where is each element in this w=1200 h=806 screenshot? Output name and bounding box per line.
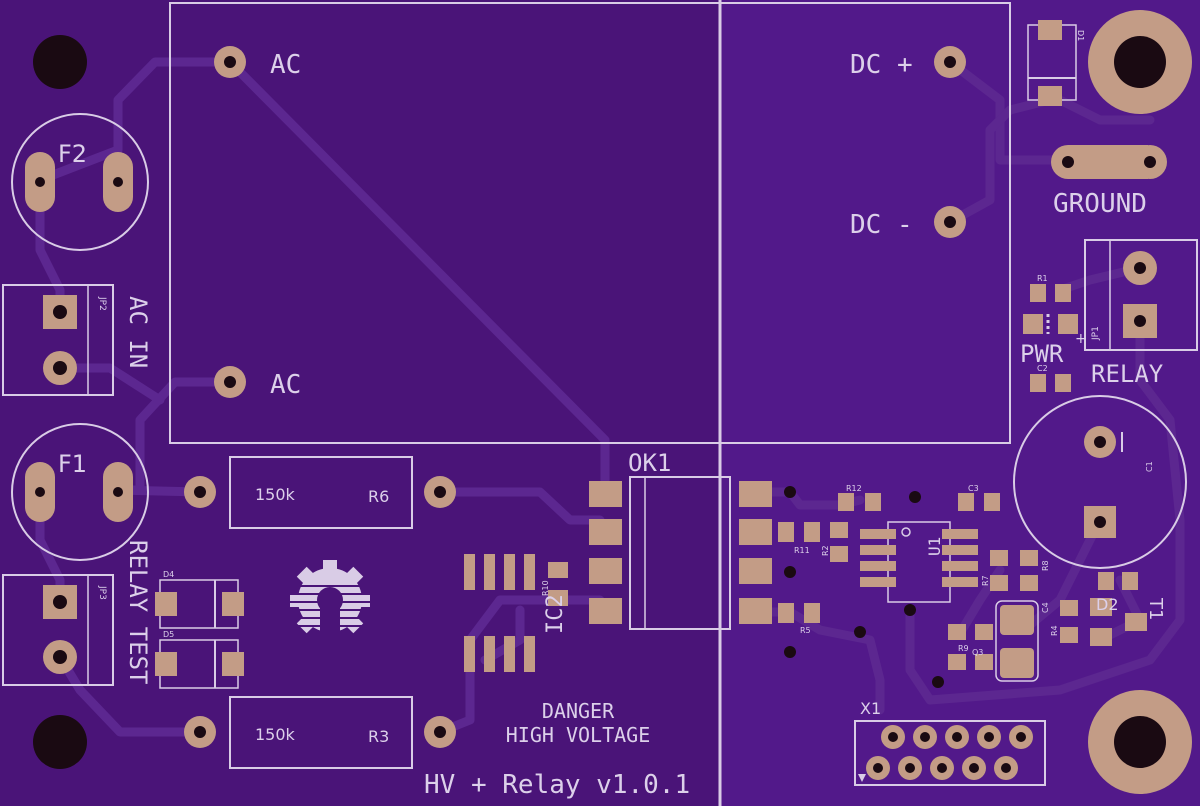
mount-hole-top-left [33, 35, 87, 89]
label-r6: R6 [368, 487, 389, 506]
resistor-r3 [184, 696, 456, 769]
label-version: HV + Relay v1.0.1 [424, 770, 690, 800]
label-r12: R12 [846, 484, 862, 493]
ic2-chip [464, 554, 568, 672]
label-ic2: IC2 [543, 594, 568, 634]
fuse-f2 [11, 113, 149, 251]
label-r3: R3 [368, 727, 389, 746]
label-f1: F1 [58, 450, 87, 478]
label-ok1: OK1 [628, 449, 671, 477]
terminal-jp1 [1084, 239, 1198, 351]
label-c4: C4 [1041, 602, 1050, 613]
label-high-voltage: HIGH VOLTAGE [506, 723, 651, 747]
label-r5: R5 [800, 626, 811, 635]
label-r10: R10 [541, 580, 550, 596]
power-module-pads [214, 46, 966, 398]
label-ac-in: AC IN [124, 296, 152, 368]
label-r2: R2 [821, 545, 830, 556]
label-r7: R7 [981, 575, 990, 586]
mount-hole-bottom-right [1114, 716, 1166, 768]
open-hardware-logo [290, 560, 370, 641]
label-c3: C3 [968, 484, 979, 493]
power-module-outline [169, 2, 1011, 444]
smd-components [778, 486, 1147, 688]
label-r11: R11 [794, 546, 810, 555]
label-c1: C1 [1145, 461, 1154, 472]
label-d5: D5 [163, 630, 174, 639]
header-x1 [854, 720, 1046, 786]
pwr-section [1023, 284, 1078, 392]
fuse-f1 [11, 423, 149, 561]
label-r1: R1 [1037, 274, 1048, 283]
label-jp3: JP3 [97, 585, 107, 600]
label-d4: D4 [163, 570, 174, 579]
label-danger: DANGER [542, 699, 615, 723]
label-t1: T1 [1145, 597, 1166, 620]
optocoupler-ok1 [589, 476, 772, 630]
label-r9: R9 [958, 644, 969, 653]
label-u1: U1 [925, 537, 944, 556]
label-d2: D2 [1096, 595, 1119, 614]
label-relay: RELAY [1091, 360, 1164, 388]
capacitor-c1 [1013, 395, 1187, 569]
label-ground: GROUND [1053, 189, 1147, 219]
label-dc-minus: DC - [850, 210, 913, 240]
diode-d4 [155, 579, 244, 629]
mounting-holes [33, 10, 1192, 794]
label-r4: R4 [1050, 625, 1059, 636]
label-r3-value: 150k [255, 725, 296, 744]
ground-pads [1051, 145, 1167, 179]
label-c2: C2 [1037, 364, 1048, 373]
label-dc-plus: DC + [850, 50, 913, 80]
label-r8: R8 [1041, 560, 1050, 571]
label-x1: X1 [860, 699, 881, 718]
terminal-jp2 [2, 284, 114, 396]
label-d1: D1 [1076, 30, 1085, 41]
mount-hole-bottom-left [33, 715, 87, 769]
label-f2: F2 [58, 140, 87, 168]
mount-hole-top-right [1114, 36, 1166, 88]
label-relay-test: RELAY TEST [124, 540, 152, 685]
label-ac-bottom: AC [270, 370, 301, 400]
label-jp1: JP1 [1091, 326, 1101, 341]
terminal-jp3 [2, 574, 114, 686]
label-r6-value: 150k [255, 485, 296, 504]
label-ac-top: AC [270, 50, 301, 80]
label-jp2: JP2 [97, 296, 107, 311]
resistor-r6 [184, 456, 456, 529]
label-q3: Q3 [972, 648, 983, 657]
diode-d1 [1027, 20, 1077, 106]
label-pwr: PWR [1020, 340, 1064, 368]
label-plus-sign: + [1075, 331, 1087, 347]
diode-d5 [155, 639, 244, 689]
